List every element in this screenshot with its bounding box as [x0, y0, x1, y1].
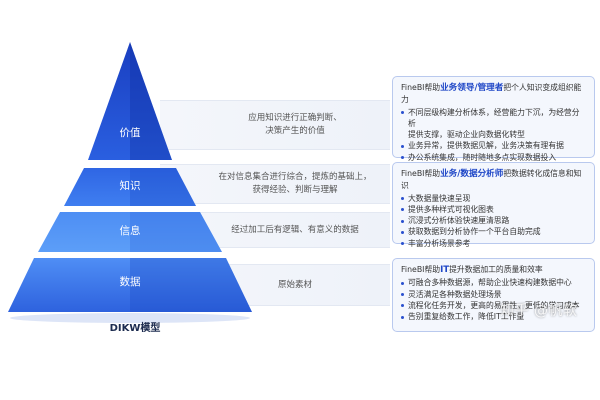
info-panel-analysts: FineBI帮助业务/数据分析师把数据转化成信息和知识 大数据量快速呈现 提供多… [392, 162, 595, 248]
pyramid-layer-knowledge [64, 168, 196, 206]
list-item: 大数据量快速呈现 [401, 193, 586, 204]
list-item: 沉浸式分析体验快速厘清思路 [401, 215, 586, 226]
list-item: 办公系统集成，随时随地多点实现数据投入 [401, 152, 586, 163]
list-item: 提供多种样式可视化图表 [401, 204, 586, 215]
info-panel-managers: FineBI帮助业务领导/管理者把个人知识变成组织能力 不同层级构建分析体系，经… [392, 76, 595, 162]
info-panel-heading: FineBI帮助业务/数据分析师把数据转化成信息和知识 [401, 169, 582, 191]
info-panel-heading: FineBI帮助IT提升数据加工的质量和效率 [401, 265, 543, 275]
desc-text-knowledge: 在对信息集合进行综合，提炼的基础上， 获得经验、判断与理解 [218, 172, 372, 195]
list-item: 业务异常，提供数据见解，业务决策有理有据 [401, 140, 586, 151]
desc-strip-value: 应用知识进行正确判断、 决策产生的价值 [160, 100, 390, 150]
pyramid-layer-data [8, 258, 252, 312]
diagram-title: DIKW模型 [109, 323, 161, 334]
list-item: 丰富分析场景参考 [401, 238, 586, 249]
list-item: 获取数据到分析协作一个平台自助完成 [401, 226, 586, 237]
desc-strip-knowledge: 在对信息集合进行综合，提炼的基础上， 获得经验、判断与理解 [160, 164, 390, 204]
info-list: 可融合多种数据源，帮助企业快速构建数据中心 灵活满足各种数据处理场景 流程化任务… [401, 277, 586, 322]
desc-text-value: 应用知识进行正确判断、 决策产生的价值 [248, 113, 342, 136]
list-item: 流程化任务开发，更高的易用性，更低的学习成本 [401, 300, 586, 311]
list-item: 提供支撑，驱动企业向数据化转型 [408, 130, 525, 140]
info-panel-it: FineBI帮助IT提升数据加工的质量和效率 可融合多种数据源，帮助企业快速构建… [392, 258, 595, 332]
pyramid-layer-value [88, 42, 172, 160]
list-item: 不同层级构建分析体系，经营能力下沉，为经营分析 [401, 107, 586, 130]
pyramid-layer-information [38, 212, 222, 252]
desc-text-data: 原始素材 [277, 279, 312, 290]
layer-label-knowledge: 知识 [119, 180, 141, 192]
info-list: 不同层级构建分析体系，经营能力下沉，为经营分析 提供支撑，驱动企业向数据化转型 … [401, 107, 586, 163]
info-panel-heading: FineBI帮助业务领导/管理者把个人知识变成组织能力 [401, 83, 582, 105]
list-item: 告别重复给数工作，降低IT工作量 [401, 311, 586, 322]
info-list: 大数据量快速呈现 提供多种样式可视化图表 沉浸式分析体验快速厘清思路 获取数据到… [401, 193, 586, 249]
desc-text-information: 经过加工后有逻辑、有意义的数据 [231, 224, 359, 235]
watermark: 知乎 @帆软 [500, 303, 578, 319]
list-item: 灵活满足各种数据处理场景 [401, 289, 586, 300]
layer-label-information: 信息 [119, 225, 141, 237]
layer-label-value: 价值 [119, 127, 141, 139]
layer-label-data: 数据 [119, 276, 141, 288]
list-item: 可融合多种数据源，帮助企业快速构建数据中心 [401, 277, 586, 288]
